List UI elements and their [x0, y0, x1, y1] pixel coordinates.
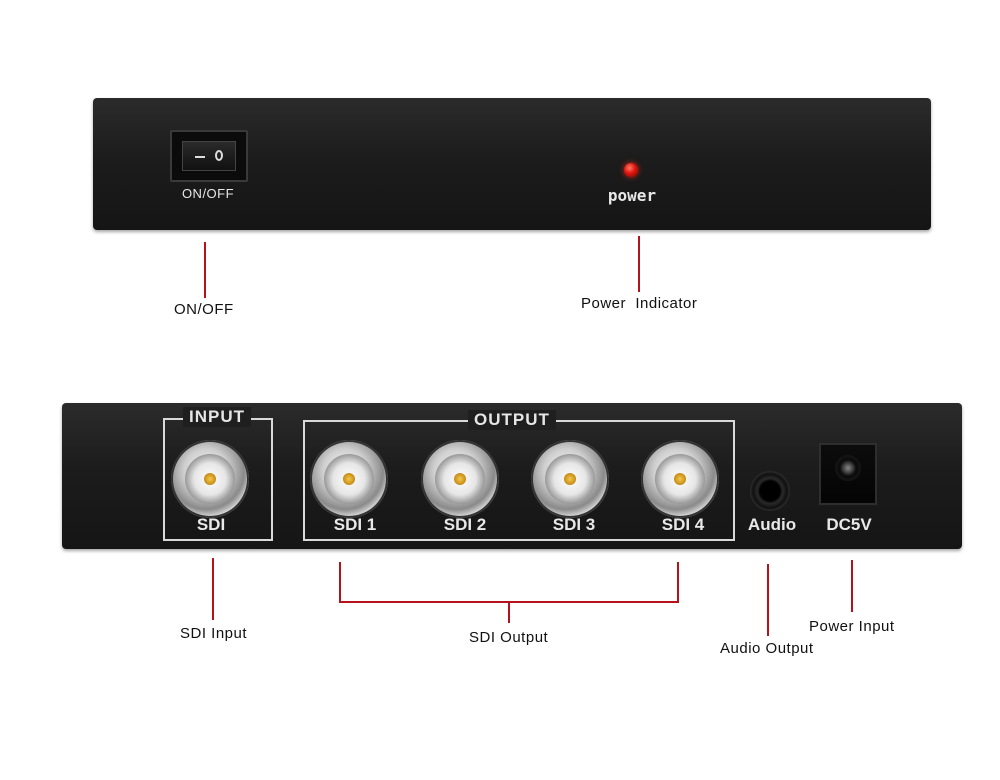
bnc-connector-icon[interactable]	[421, 440, 499, 518]
sdi-output-callout-label: SDI Output	[469, 629, 549, 646]
power-switch-icon[interactable]	[170, 130, 248, 182]
power-input-callout-line	[851, 560, 853, 612]
audio-output-callout-label: Audio Output	[720, 640, 814, 657]
sdi-input-callout-label: SDI Input	[180, 625, 248, 642]
sdi-input-callout-line	[212, 558, 214, 620]
switch-off-mark	[215, 150, 223, 161]
sdi-output-bracket-stem	[508, 601, 510, 623]
sdi-output-port-label: SDI 2	[443, 515, 487, 534]
on-off-callout-line	[204, 242, 206, 298]
output-group-title: OUTPUT	[468, 410, 556, 430]
sdi-output-port-label: SDI 3	[552, 515, 596, 534]
sdi-input-port-label: SDI	[196, 515, 226, 534]
rocker-face	[182, 141, 236, 171]
audio-jack-icon[interactable]	[750, 471, 790, 511]
sdi-output-bracket-right	[677, 562, 679, 603]
sdi-output-port-label: SDI 1	[333, 515, 377, 534]
switch-silk-label: ON/OFF	[181, 186, 235, 201]
dc-silk-label: DC5V	[826, 515, 872, 534]
switch-on-mark	[195, 156, 205, 158]
audio-output-callout-line	[767, 564, 769, 636]
bnc-connector-icon[interactable]	[531, 440, 609, 518]
bnc-connector-icon[interactable]	[641, 440, 719, 518]
sdi-output-port-label: SDI 4	[661, 515, 705, 534]
bnc-connector-icon[interactable]	[171, 440, 249, 518]
input-group-title: INPUT	[183, 407, 251, 427]
on-off-callout-label: ON/OFF	[174, 301, 234, 318]
led-icon	[624, 163, 638, 177]
power-indicator-callout-label: Power Indicator	[581, 295, 698, 312]
bnc-connector-icon[interactable]	[310, 440, 388, 518]
audio-silk-label: Audio	[747, 515, 797, 534]
power-input-callout-label: Power Input	[809, 618, 895, 635]
power-indicator-callout-line	[638, 236, 640, 292]
power-silk-label: power	[607, 186, 657, 205]
sdi-output-bracket-left	[339, 562, 341, 603]
dc-jack-icon[interactable]	[819, 443, 877, 505]
